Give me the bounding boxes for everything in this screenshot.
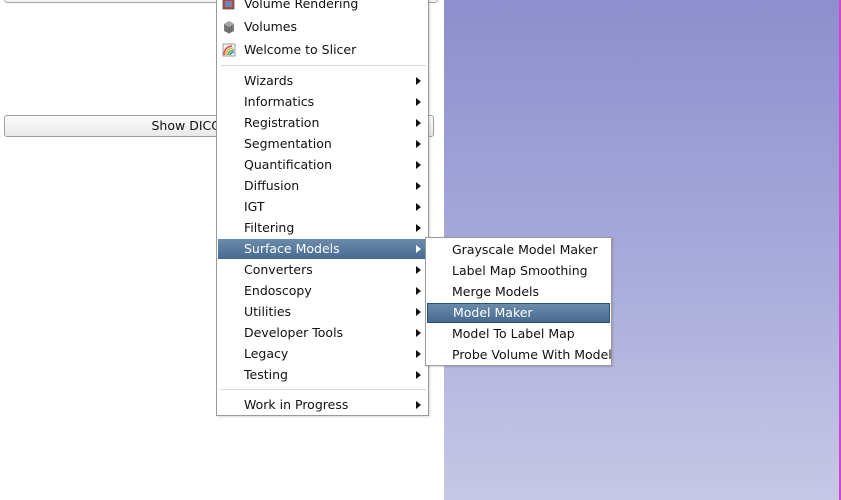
menu-item-label: Diffusion bbox=[244, 178, 300, 193]
submenu-item-grayscale-model-maker[interactable]: Grayscale Model Maker bbox=[427, 240, 610, 260]
submenu-arrow-icon bbox=[416, 98, 421, 106]
submenu-arrow-icon bbox=[416, 371, 421, 379]
submenu-item-label: Merge Models bbox=[452, 284, 540, 299]
menu-item-testing[interactable]: Testing bbox=[218, 365, 427, 385]
menu-item-volume-rendering[interactable]: Volume Rendering bbox=[218, 0, 427, 14]
menu-item-label: Filtering bbox=[244, 220, 295, 235]
menu-item-converters[interactable]: Converters bbox=[218, 260, 427, 280]
menu-item-wizards[interactable]: Wizards bbox=[218, 71, 427, 91]
menu-item-label: Developer Tools bbox=[244, 325, 344, 340]
menu-item-surface-models[interactable]: Surface Models bbox=[218, 239, 427, 259]
submenu-arrow-icon bbox=[416, 182, 421, 190]
menu-item-label: Converters bbox=[244, 262, 313, 277]
submenu-item-merge-models[interactable]: Merge Models bbox=[427, 282, 610, 302]
menu-item-label: Volumes bbox=[244, 19, 298, 34]
menu-item-utilities[interactable]: Utilities bbox=[218, 302, 427, 322]
menu-item-informatics[interactable]: Informatics bbox=[218, 92, 427, 112]
submenu-arrow-icon bbox=[416, 161, 421, 169]
submenu-item-label: Model Maker bbox=[453, 305, 533, 320]
submenu-arrow-icon bbox=[416, 77, 421, 85]
menu-item-label: Quantification bbox=[244, 157, 333, 172]
menu-item-label: Wizards bbox=[244, 73, 294, 88]
menu-item-label: Informatics bbox=[244, 94, 315, 109]
submenu-item-label: Probe Volume With Model bbox=[452, 347, 612, 362]
menu-item-work-in-progress[interactable]: Work in Progress bbox=[218, 395, 427, 415]
submenu-item-probe-volume-with-model[interactable]: Probe Volume With Model bbox=[427, 345, 612, 365]
menu-item-developer-tools[interactable]: Developer Tools bbox=[218, 323, 427, 343]
modules-menu: Volume Rendering Volumes Welcome to Slic… bbox=[216, 0, 429, 416]
submenu-arrow-icon bbox=[416, 119, 421, 127]
menu-item-igt[interactable]: IGT bbox=[218, 197, 427, 217]
view-border bbox=[839, 0, 841, 500]
menu-item-quantification[interactable]: Quantification bbox=[218, 155, 427, 175]
menu-item-label: IGT bbox=[244, 199, 265, 214]
submenu-arrow-icon bbox=[416, 350, 421, 358]
menu-item-legacy[interactable]: Legacy bbox=[218, 344, 427, 364]
menu-item-label: Utilities bbox=[244, 304, 292, 319]
menu-item-label: Volume Rendering bbox=[244, 0, 359, 11]
menu-item-label: Surface Models bbox=[244, 241, 340, 256]
menu-item-label: Testing bbox=[244, 367, 288, 382]
submenu-arrow-icon bbox=[416, 308, 421, 316]
surface-models-submenu: Grayscale Model Maker Label Map Smoothin… bbox=[425, 237, 612, 366]
menu-item-label: Registration bbox=[244, 115, 320, 130]
submenu-arrow-icon bbox=[416, 329, 421, 337]
submenu-arrow-icon bbox=[416, 401, 421, 409]
submenu-item-model-to-label-map[interactable]: Model To Label Map bbox=[427, 324, 610, 344]
menu-item-segmentation[interactable]: Segmentation bbox=[218, 134, 427, 154]
menu-item-diffusion[interactable]: Diffusion bbox=[218, 176, 427, 196]
menu-item-volumes[interactable]: Volumes bbox=[218, 17, 427, 37]
submenu-item-label: Model To Label Map bbox=[452, 326, 575, 341]
volume-rendering-icon bbox=[222, 0, 235, 10]
menu-item-filtering[interactable]: Filtering bbox=[218, 218, 427, 238]
submenu-arrow-icon bbox=[416, 266, 421, 274]
submenu-item-label-map-smoothing[interactable]: Label Map Smoothing bbox=[427, 261, 610, 281]
volumes-icon bbox=[224, 21, 234, 34]
menu-separator bbox=[221, 389, 426, 390]
submenu-arrow-icon bbox=[416, 245, 421, 253]
menu-item-label: Welcome to Slicer bbox=[244, 42, 357, 57]
menu-separator bbox=[221, 65, 426, 66]
submenu-arrow-icon bbox=[416, 203, 421, 211]
welcome-icon bbox=[222, 43, 236, 57]
menu-item-label: Endoscopy bbox=[244, 283, 312, 298]
submenu-arrow-icon bbox=[416, 140, 421, 148]
menu-item-label: Segmentation bbox=[244, 136, 332, 151]
menu-item-label: Work in Progress bbox=[244, 397, 349, 412]
submenu-item-label: Grayscale Model Maker bbox=[452, 242, 598, 257]
submenu-arrow-icon bbox=[416, 224, 421, 232]
menu-item-endoscopy[interactable]: Endoscopy bbox=[218, 281, 427, 301]
submenu-item-label: Label Map Smoothing bbox=[452, 263, 588, 278]
menu-item-welcome-to-slicer[interactable]: Welcome to Slicer bbox=[218, 40, 427, 60]
menu-item-registration[interactable]: Registration bbox=[218, 113, 427, 133]
menu-item-label: Legacy bbox=[244, 346, 289, 361]
submenu-arrow-icon bbox=[416, 287, 421, 295]
submenu-item-model-maker[interactable]: Model Maker bbox=[427, 303, 610, 323]
